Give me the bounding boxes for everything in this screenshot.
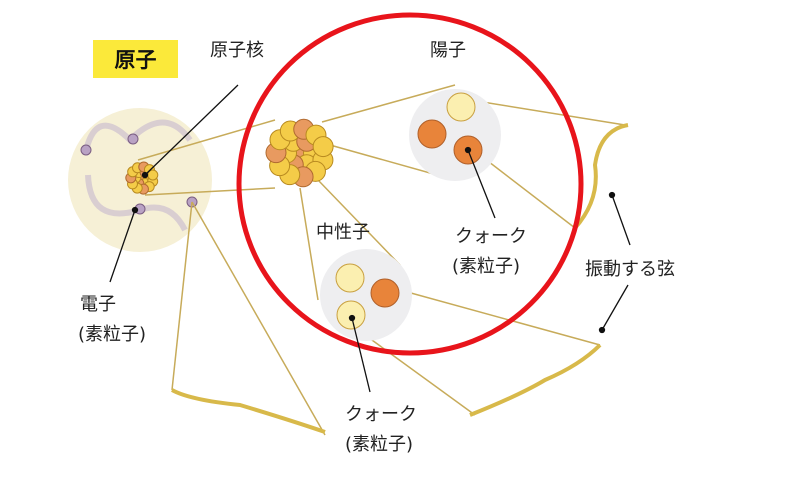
electron [127, 133, 139, 145]
electron [80, 144, 92, 156]
string-label: 振動する弦 [585, 259, 675, 280]
string [171, 388, 326, 434]
vibrating-strings [171, 123, 629, 434]
quark-bottom-label: クォーク [345, 404, 417, 425]
quark-label: クォーク [455, 226, 527, 247]
proton-label: 陽子 [430, 40, 466, 61]
quark-light [335, 263, 365, 293]
string [573, 123, 629, 230]
connector-lines [137, 84, 626, 436]
highlight-circle [236, 12, 584, 356]
electron-label: 電子 [80, 294, 116, 315]
quark-light [336, 300, 366, 330]
proton-ball [312, 136, 334, 158]
quark-bottom-sublabel: (素粒子) [345, 434, 414, 455]
nucleus-label: 原子核 [210, 40, 264, 61]
neutron-label: 中性子 [316, 222, 370, 243]
nuclei [125, 118, 334, 195]
quark-sublabel: (素粒子) [452, 256, 521, 277]
string [469, 343, 602, 417]
label-pointers [109, 84, 631, 393]
quark-orange [370, 278, 400, 308]
atom-title-badge: 原子 [93, 40, 178, 78]
quark-orange [417, 119, 447, 149]
quark-light [446, 92, 476, 122]
large-nucleus [265, 118, 334, 188]
electron-sublabel: (素粒子) [78, 324, 147, 345]
